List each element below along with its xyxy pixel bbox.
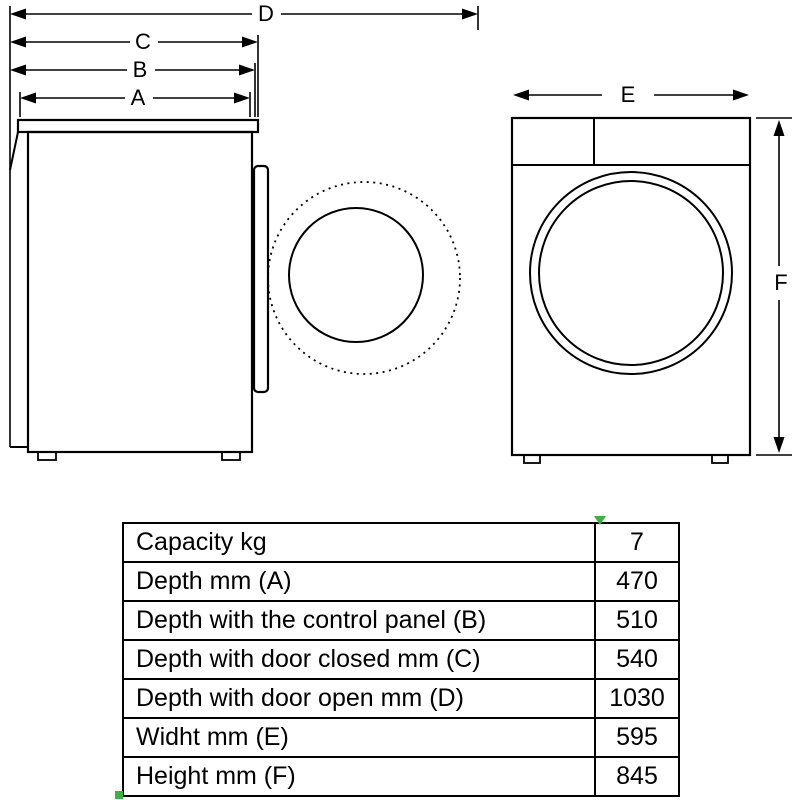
spec-label: Depth with door closed mm (C) bbox=[122, 639, 596, 680]
dimension-diagram: D C B A bbox=[9, 1, 792, 464]
door-closed-side bbox=[252, 164, 270, 394]
dim-arrow-f: F bbox=[756, 117, 792, 456]
spec-label: Capacity kg bbox=[122, 522, 596, 563]
table-row: Depth with door closed mm (C) 540 bbox=[122, 639, 680, 680]
open-door-swing-circle bbox=[267, 181, 461, 375]
open-door-window-circle bbox=[288, 207, 424, 343]
spec-value: 845 bbox=[594, 756, 680, 797]
dim-label-f: F bbox=[774, 270, 787, 295]
machine-foot bbox=[37, 451, 57, 461]
spec-label: Depth mm (A) bbox=[122, 561, 596, 602]
spec-value: 540 bbox=[594, 639, 680, 680]
table-row: Depth with the control panel (B) 510 bbox=[122, 600, 680, 641]
dim-label-e: E bbox=[621, 82, 636, 107]
spec-value: 595 bbox=[594, 717, 680, 758]
spec-label: Depth with the control panel (B) bbox=[122, 600, 596, 641]
dim-arrow-b: B bbox=[10, 57, 256, 117]
dim-label-b: B bbox=[133, 57, 148, 82]
table-row: Depth mm (A) 470 bbox=[122, 561, 680, 602]
dim-arrow-a: A bbox=[19, 85, 251, 117]
back-slant-top bbox=[9, 131, 19, 171]
dim-label-c: C bbox=[135, 29, 151, 54]
spec-value: 1030 bbox=[594, 678, 680, 719]
dim-label-d: D bbox=[258, 1, 274, 26]
green-artifact-mark bbox=[594, 516, 606, 525]
spec-label: Height mm (F) bbox=[122, 756, 596, 797]
dim-arrow-e: E bbox=[513, 82, 749, 107]
dim-arrow-c: C bbox=[10, 29, 259, 117]
front-view-drawing bbox=[510, 116, 752, 464]
machine-body-front bbox=[510, 116, 752, 457]
spec-label: Widht mm (E) bbox=[122, 717, 596, 758]
dim-label-a: A bbox=[131, 85, 146, 110]
machine-foot bbox=[523, 454, 541, 464]
table-row: Widht mm (E) 595 bbox=[122, 717, 680, 758]
spec-value: 7 bbox=[594, 522, 680, 563]
spec-value: 470 bbox=[594, 561, 680, 602]
spec-table: Capacity kg 7 Depth mm (A) 470 Depth wit… bbox=[122, 522, 680, 797]
front-door-inner-circle bbox=[538, 180, 724, 366]
spec-label: Depth with door open mm (D) bbox=[122, 678, 596, 719]
side-view-drawing bbox=[9, 6, 461, 461]
top-panel-side bbox=[16, 118, 260, 134]
table-row: Capacity kg 7 bbox=[122, 522, 680, 563]
table-row: Depth with door open mm (D) 1030 bbox=[122, 678, 680, 719]
machine-foot bbox=[221, 451, 241, 461]
spec-value: 510 bbox=[594, 600, 680, 641]
dim-arrow-d: D bbox=[10, 1, 479, 30]
machine-foot bbox=[711, 454, 729, 464]
green-artifact-dot bbox=[115, 791, 123, 799]
machine-body-side bbox=[26, 130, 254, 454]
table-row: Height mm (F) 845 bbox=[122, 756, 680, 797]
front-door-outer-circle bbox=[529, 171, 733, 375]
